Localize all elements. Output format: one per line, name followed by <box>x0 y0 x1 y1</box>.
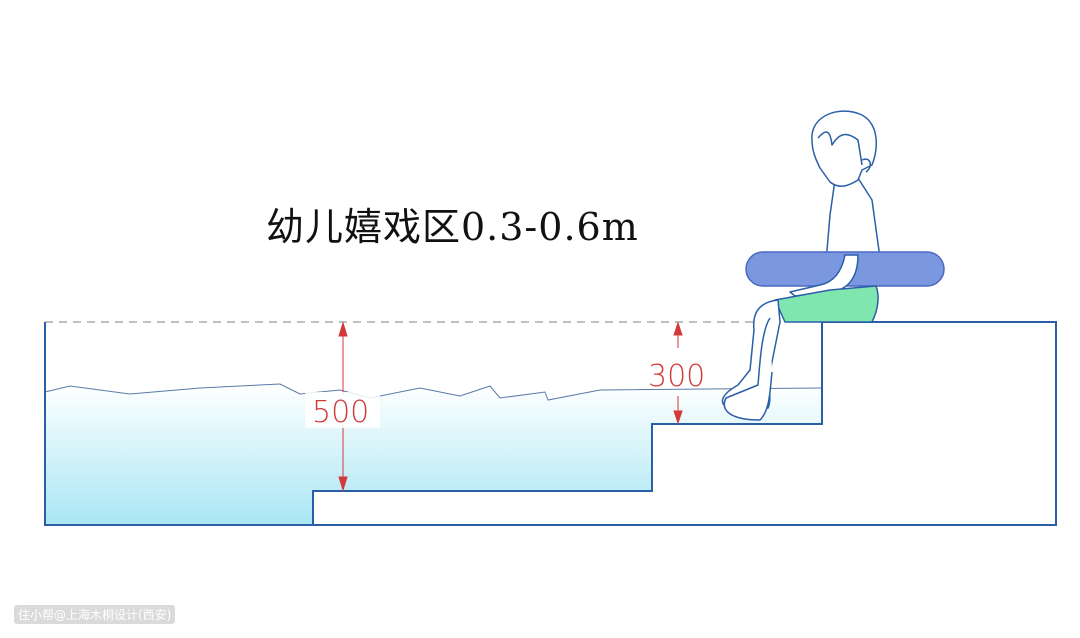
water-surface <box>44 383 823 401</box>
dimension-300 <box>673 321 683 425</box>
child-leg-front <box>723 317 773 421</box>
water-body <box>45 384 822 525</box>
dimension-label-500: 500 <box>312 395 369 430</box>
child-figure <box>721 110 945 421</box>
pool-outline <box>44 321 1057 526</box>
zone-title: 幼儿嬉戏区0.3-0.6m <box>266 205 639 249</box>
dimension-label-300: 300 <box>648 359 705 394</box>
watermark: 住小帮@上海木桐设计(西安) <box>14 605 176 624</box>
child-ear <box>861 158 872 173</box>
child-torso <box>825 177 881 263</box>
child-hair <box>817 131 863 166</box>
swim-shorts <box>774 285 879 323</box>
child-head <box>811 110 877 187</box>
dimension-500 <box>338 321 348 492</box>
dimension-label-background <box>305 392 380 428</box>
